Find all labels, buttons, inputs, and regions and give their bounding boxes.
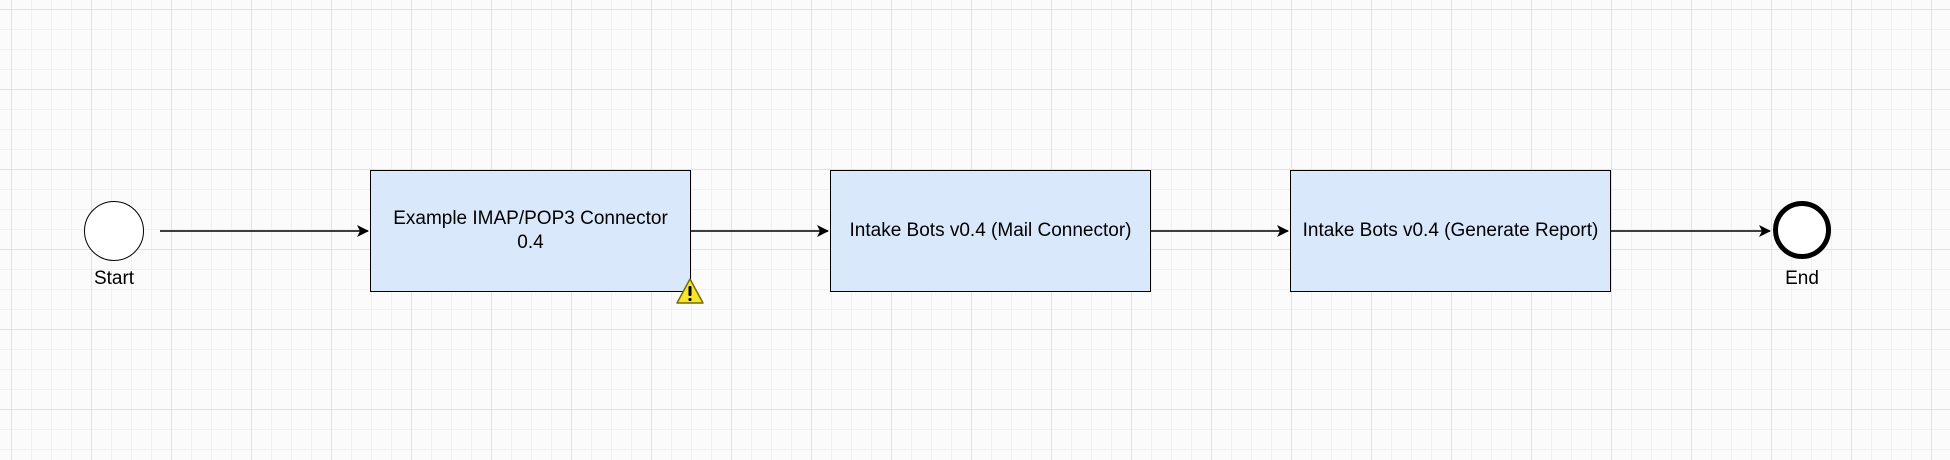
start-event[interactable]	[84, 201, 144, 261]
task-label: Intake Bots v0.4 (Mail Connector)	[849, 220, 1132, 241]
task-label: Example IMAP/POP3 Connector 0.4	[393, 208, 668, 253]
start-event-label: Start	[93, 268, 135, 289]
end-event-label: End	[1785, 268, 1819, 289]
end-event[interactable]	[1773, 201, 1831, 259]
task-mail-connector[interactable]: Intake Bots v0.4 (Mail Connector)	[830, 170, 1151, 292]
warning-icon[interactable]	[675, 277, 705, 305]
task-imap-pop3-connector[interactable]: Example IMAP/POP3 Connector 0.4	[370, 170, 691, 292]
task-generate-report[interactable]: Intake Bots v0.4 (Generate Report)	[1290, 170, 1611, 292]
task-label: Intake Bots v0.4 (Generate Report)	[1302, 220, 1599, 241]
